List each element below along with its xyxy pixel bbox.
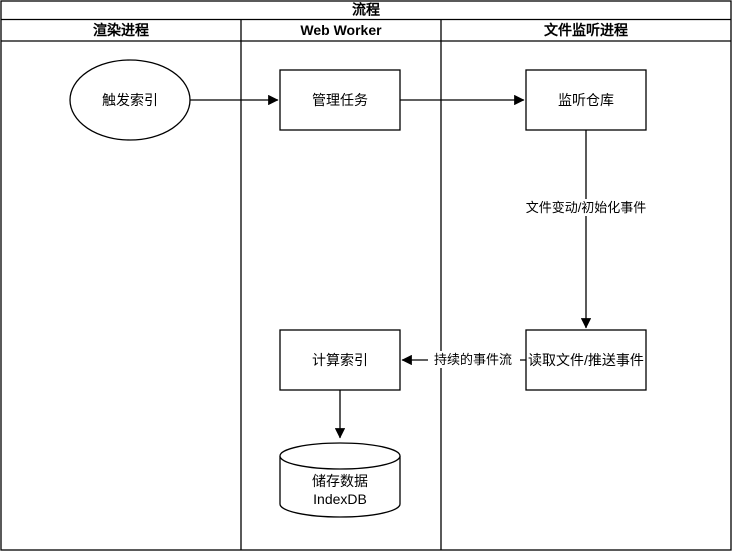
node-compute-index: 计算索引: [279, 329, 401, 391]
node-manage-tasks: 管理任务: [279, 69, 401, 131]
cylinder-top: [279, 442, 401, 470]
node-label-manage-tasks: 管理任务: [312, 92, 368, 108]
node-label-watch-repo: 监听仓库: [558, 92, 614, 108]
node-read-push: 读取文件/推送事件: [525, 329, 647, 391]
lane-header-web-worker: Web Worker: [300, 22, 382, 38]
node-label-read-push: 读取文件/推送事件: [528, 352, 644, 368]
edge-label-bg: [506, 199, 666, 216]
rect-shape: [279, 69, 401, 131]
edge-label-event-stream: 持续的事件流: [434, 352, 512, 367]
lane-header-file-watch-process: 文件监听进程: [544, 22, 628, 38]
node-label-store-db-line2: IndexDB: [313, 491, 367, 507]
lane-header-render-process: 渲染进程: [93, 22, 149, 38]
rect-shape: [525, 329, 647, 391]
edge-labels: 文件变动/初始化事件 持续的事件流: [428, 199, 666, 368]
cylinder-body: [279, 456, 401, 518]
node-store-db: 储存数据 IndexDB: [279, 442, 401, 518]
ellipse-shape: [69, 59, 191, 141]
node-label-compute-index: 计算索引: [312, 352, 368, 368]
nodes: 触发索引 管理任务 监听仓库 读取文件/推送事件 计算索引: [69, 59, 647, 518]
edge-label-file-events: 文件变动/初始化事件: [526, 200, 647, 215]
edge-label-bg: [428, 351, 520, 368]
node-label-store-db-line1: 储存数据: [312, 473, 368, 489]
node-watch-repo: 监听仓库: [525, 69, 647, 131]
rect-shape: [279, 329, 401, 391]
rect-shape: [525, 69, 647, 131]
node-label-trigger-index: 触发索引: [102, 92, 158, 108]
pool-title: 流程: [352, 2, 380, 18]
node-trigger-index: 触发索引: [69, 59, 191, 141]
